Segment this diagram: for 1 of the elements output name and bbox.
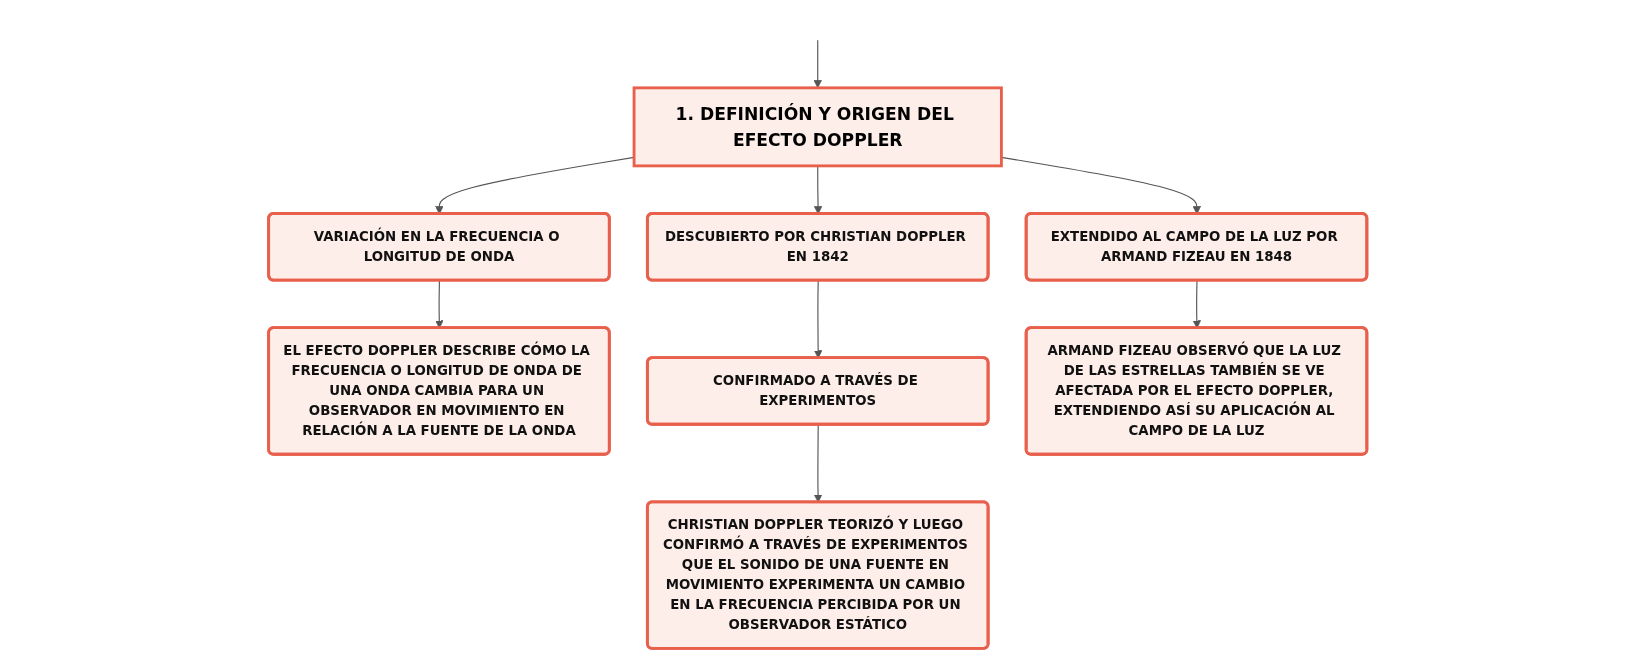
node-box: 1. DEFINICIÓN Y ORIGEN DEL EFECTO DOPPLER [632,86,1004,168]
